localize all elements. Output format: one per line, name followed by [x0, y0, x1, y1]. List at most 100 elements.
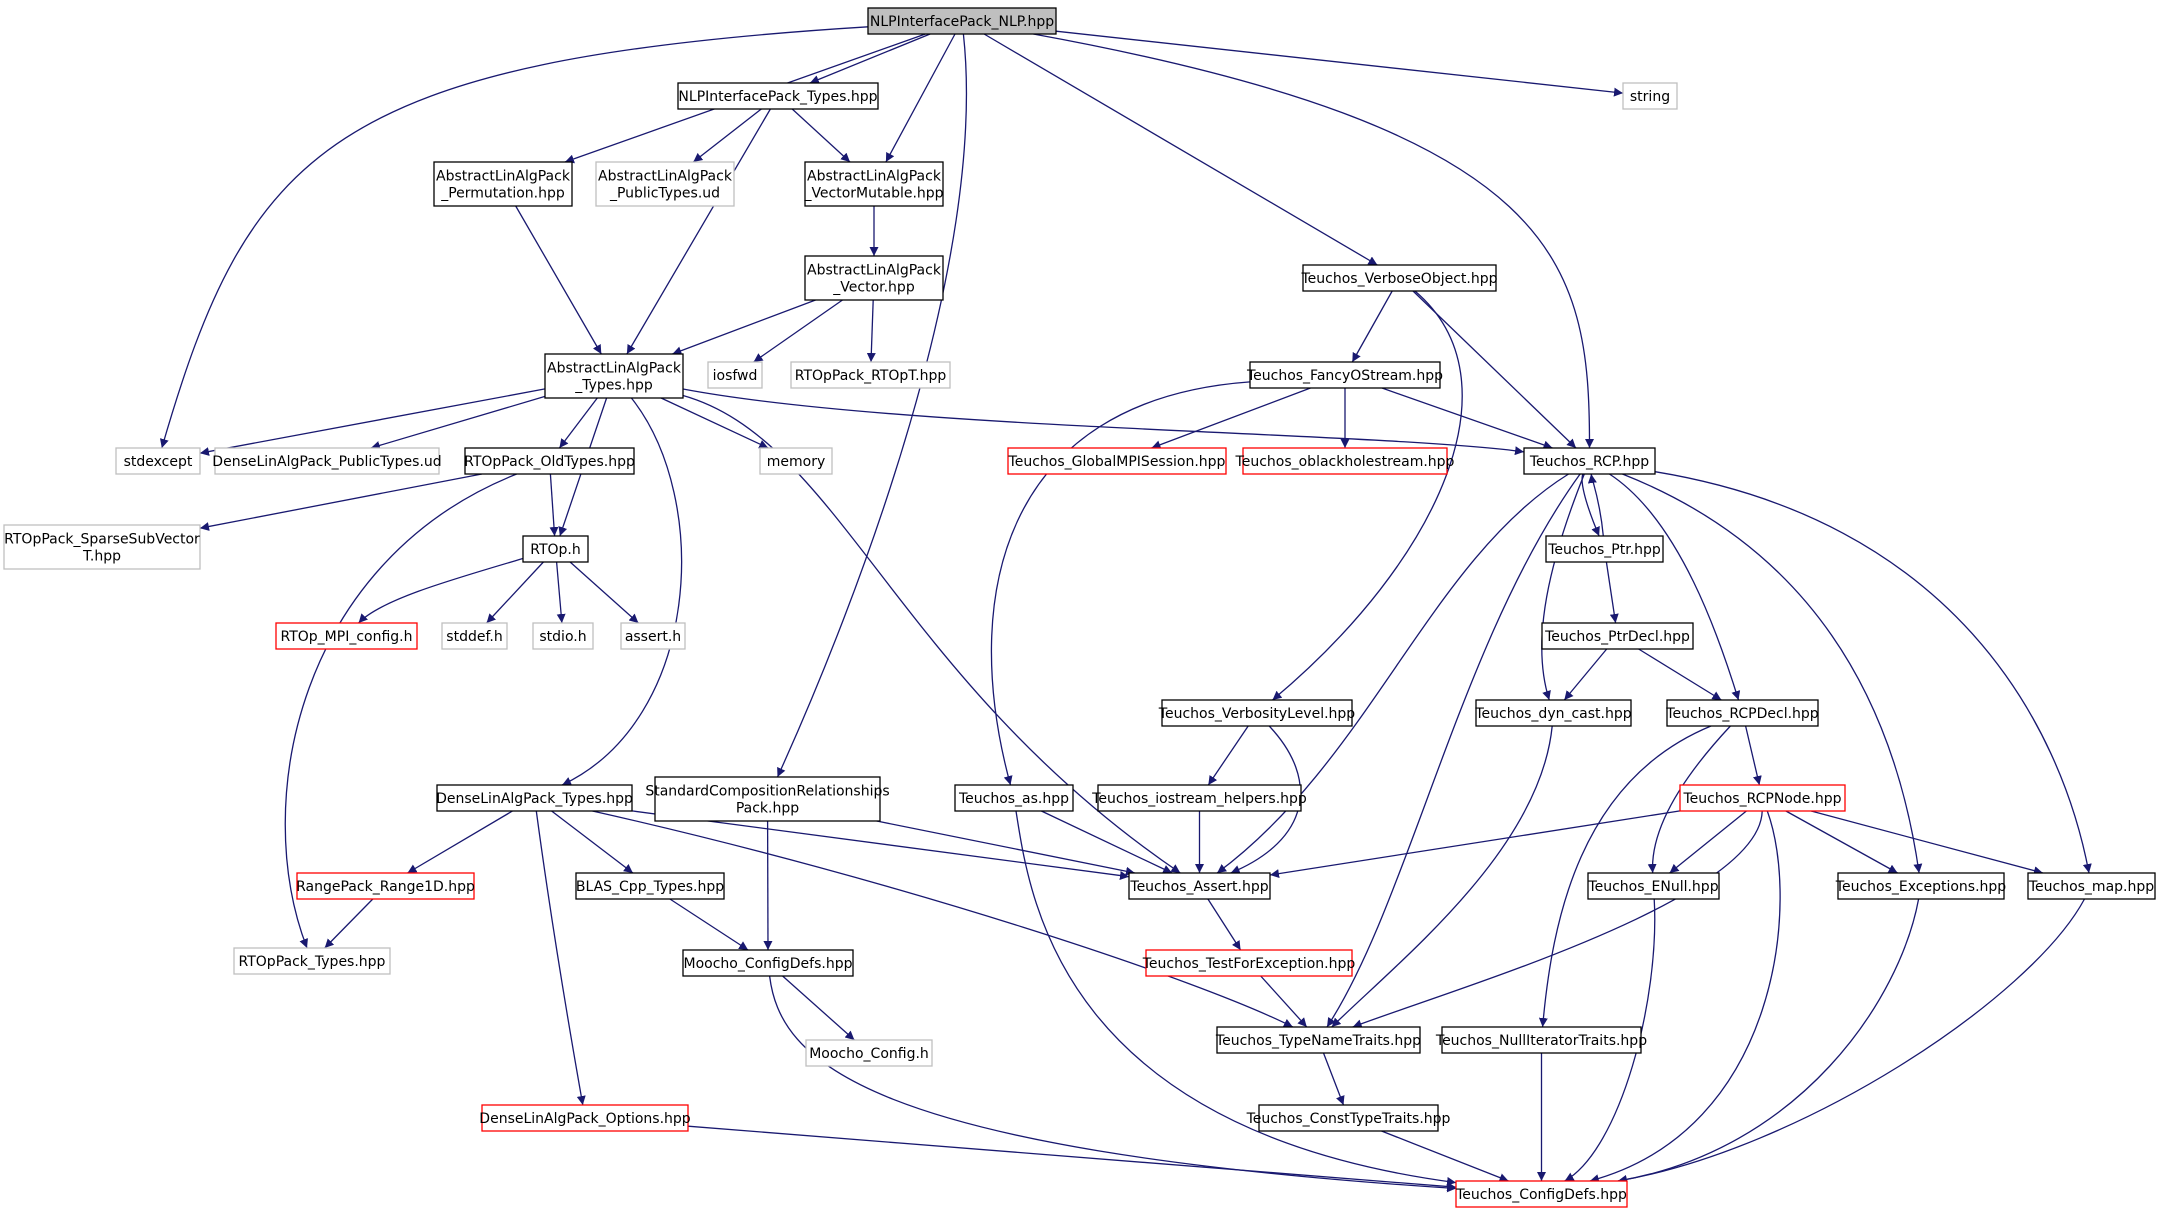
node-label: DenseLinAlgPack_Options.hpp: [479, 1111, 691, 1127]
node-box: [1216, 1026, 1421, 1054]
node-label: RTOpPack_SparseSubVector: [4, 532, 200, 548]
node-label: DenseLinAlgPack_PublicTypes.ud: [212, 454, 441, 470]
node-enull[interactable]: Teuchos_ENull.hpp: [1587, 872, 1720, 900]
node-stdexcept[interactable]: stdexcept: [115, 447, 201, 475]
node-label: Teuchos_Assert.hpp: [1129, 879, 1268, 895]
node-box: [682, 949, 854, 977]
node-box: [1545, 535, 1664, 563]
node-label: DenseLinAlgPack_Types.hpp: [436, 791, 633, 807]
node-label: Teuchos_RCPNode.hpp: [1683, 791, 1842, 807]
node-exceptions[interactable]: Teuchos_Exceptions.hpp: [1835, 872, 2006, 900]
node-label: Moocho_Config.h: [809, 1046, 929, 1062]
node-consttype[interactable]: Teuchos_ConstTypeTraits.hpp: [1246, 1104, 1451, 1132]
node-oblack[interactable]: Teuchos_oblackholestream.hpp: [1235, 447, 1455, 475]
edge-dense_types-to-typename: [592, 810, 1294, 1028]
node-rtopt[interactable]: RTOpPack_RTOpT.hpp: [790, 361, 951, 389]
edge-rcp-to-map: [1654, 471, 2092, 874]
edge-dense_types-to-blas: [551, 810, 634, 874]
node-verbose[interactable]: Teuchos_VerboseObject.hpp: [1301, 264, 1498, 292]
node-moocho_defs[interactable]: Moocho_ConfigDefs.hpp: [682, 949, 854, 977]
node-label: RTOp_MPI_config.h: [281, 629, 413, 645]
node-rcpdecl[interactable]: Teuchos_RCPDecl.hpp: [1665, 699, 1819, 727]
node-label: Teuchos_TypeNameTraits.hpp: [1215, 1033, 1421, 1049]
edge-nlp-to-nlp_types: [809, 33, 931, 84]
node-dense_pub_ud[interactable]: DenseLinAlgPack_PublicTypes.ud: [212, 447, 442, 475]
node-box: [1622, 82, 1678, 110]
node-configdefs[interactable]: Teuchos_ConfigDefs.hpp: [1455, 1180, 1628, 1208]
node-label: Moocho_ConfigDefs.hpp: [684, 956, 853, 972]
node-box: [620, 622, 686, 650]
node-iosfwd[interactable]: iosfwd: [707, 361, 763, 389]
node-map[interactable]: Teuchos_map.hpp: [2027, 872, 2156, 900]
node-range1d[interactable]: RangePack_Range1D.hpp: [296, 872, 475, 900]
node-dense_types[interactable]: DenseLinAlgPack_Types.hpp: [436, 784, 633, 812]
node-nulliter[interactable]: Teuchos_NullIteratorTraits.hpp: [1435, 1026, 1647, 1054]
node-vecmut[interactable]: AbstractLinAlgPack_VectorMutable.hpp: [803, 161, 944, 207]
node-assert_h[interactable]: assert.h: [620, 622, 686, 650]
node-label: Teuchos_VerbosityLevel.hpp: [1158, 706, 1356, 722]
node-box: [1455, 1180, 1628, 1208]
node-box: [1007, 447, 1227, 475]
node-alap_types[interactable]: AbstractLinAlgPack_Types.hpp: [544, 353, 684, 399]
node-label: Teuchos_iostream_helpers.hpp: [1091, 791, 1307, 807]
node-rcp[interactable]: Teuchos_RCP.hpp: [1523, 447, 1656, 475]
node-testforexc[interactable]: Teuchos_TestForException.hpp: [1142, 949, 1356, 977]
edge-verbose-to-verbosity: [1272, 290, 1463, 701]
edge-exceptions-to-configdefs: [1617, 898, 1920, 1184]
edge-fancy-to-as: [990, 381, 1251, 786]
edge-nlp_types-to-alap_types: [626, 108, 771, 355]
node-box: [115, 447, 201, 475]
node-pub_ud[interactable]: AbstractLinAlgPack_PublicTypes.ud: [595, 161, 735, 207]
node-label: Teuchos_GlobalMPISession.hpp: [1008, 454, 1226, 470]
node-box: [1249, 361, 1441, 389]
node-nlp_types[interactable]: NLPInterfacePack_Types.hpp: [677, 82, 879, 110]
node-nlp[interactable]: NLPInterfacePack_NLP.hpp: [867, 7, 1057, 35]
node-memory[interactable]: memory: [759, 447, 833, 475]
node-rcpnode[interactable]: Teuchos_RCPNode.hpp: [1679, 784, 1846, 812]
node-rtoptypes[interactable]: RTOpPack_Types.hpp: [233, 947, 391, 975]
node-blas[interactable]: BLAS_Cpp_Types.hpp: [575, 872, 725, 900]
node-iostream[interactable]: Teuchos_iostream_helpers.hpp: [1091, 784, 1307, 812]
node-typename[interactable]: Teuchos_TypeNameTraits.hpp: [1215, 1026, 1421, 1054]
node-label: AbstractLinAlgPack: [547, 361, 682, 377]
node-label: AbstractLinAlgPack: [807, 263, 942, 279]
edge-nlp_types-to-vecmut: [791, 108, 851, 163]
node-mpisession[interactable]: Teuchos_GlobalMPISession.hpp: [1007, 447, 1227, 475]
node-string[interactable]: string: [1622, 82, 1678, 110]
node-label: RTOp.h: [530, 542, 581, 558]
node-label: Teuchos_TestForException.hpp: [1142, 956, 1356, 972]
node-fancy[interactable]: Teuchos_FancyOStream.hpp: [1246, 361, 1443, 389]
node-ptr[interactable]: Teuchos_Ptr.hpp: [1545, 535, 1664, 563]
node-oldtypes[interactable]: RTOpPack_OldTypes.hpp: [464, 447, 635, 475]
node-label: _Permutation.hpp: [440, 186, 565, 202]
node-rtop_h[interactable]: RTOp.h: [522, 535, 589, 563]
edge-oldtypes-to-rtoptypes: [284, 473, 517, 949]
edge-fancy-to-mpisession: [1151, 387, 1311, 450]
node-assert_hpp[interactable]: Teuchos_Assert.hpp: [1128, 872, 1271, 900]
node-ptrdecl[interactable]: Teuchos_PtrDecl.hpp: [1541, 622, 1694, 650]
node-box: [804, 255, 944, 301]
node-perm[interactable]: AbstractLinAlgPack_Permutation.hpp: [433, 161, 573, 207]
node-mpi_config[interactable]: RTOp_MPI_config.h: [275, 622, 418, 650]
node-verbosity[interactable]: Teuchos_VerbosityLevel.hpp: [1158, 699, 1356, 727]
node-box: [1666, 699, 1819, 727]
node-label: Teuchos_Ptr.hpp: [1547, 542, 1661, 558]
node-box: [1679, 784, 1846, 812]
node-box: [1523, 447, 1656, 475]
node-vec[interactable]: AbstractLinAlgPack_Vector.hpp: [804, 255, 944, 301]
node-stddef[interactable]: stddef.h: [441, 622, 508, 650]
node-as[interactable]: Teuchos_as.hpp: [954, 784, 1074, 812]
node-stdio[interactable]: stdio.h: [532, 622, 594, 650]
node-label: Teuchos_NullIteratorTraits.hpp: [1435, 1033, 1647, 1049]
edge-rtop_h-to-mpi_config: [358, 557, 524, 624]
node-box: [441, 622, 508, 650]
node-moocho_cfg[interactable]: Moocho_Config.h: [805, 1039, 933, 1067]
node-box: [233, 947, 391, 975]
node-dyncast[interactable]: Teuchos_dyn_cast.hpp: [1474, 699, 1632, 727]
edge-vec-to-iosfwd: [753, 299, 843, 363]
edge-rcp-to-assert_hpp: [1216, 473, 1569, 874]
node-dense_opts[interactable]: DenseLinAlgPack_Options.hpp: [479, 1104, 691, 1132]
node-box: [275, 622, 418, 650]
